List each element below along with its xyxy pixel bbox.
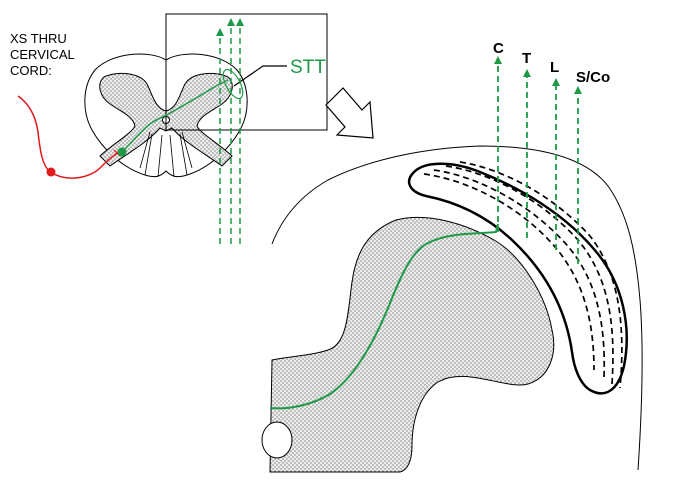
dorsal-root-ganglion-cell	[46, 167, 56, 177]
level-label-s-co: S/Co	[576, 69, 610, 86]
central-canal-large	[261, 421, 293, 459]
level-label-c: C	[493, 40, 504, 57]
stt-pointer-line	[233, 65, 287, 87]
lamina-line-4	[459, 161, 623, 389]
gray-matter-large	[269, 217, 555, 473]
zoom-box	[165, 13, 328, 131]
zoom-arrow	[325, 87, 374, 139]
lamina-line-2	[433, 169, 606, 379]
level-arrows	[494, 56, 582, 264]
stt-axon-large	[269, 223, 499, 410]
caption-line-2: CERVICAL	[10, 47, 75, 62]
stt-tract-outline	[407, 162, 628, 395]
caption-line-3: CORD:	[10, 63, 52, 78]
level-label-t: T	[522, 50, 531, 67]
enlarged-section	[261, 145, 643, 473]
cord-boundary-large	[271, 145, 643, 471]
level-label-l: L	[550, 59, 559, 76]
stt-axon-small	[121, 79, 229, 153]
small-ascending-tracts	[216, 18, 244, 244]
caption-line-1: XS THRU	[10, 31, 67, 46]
stt-label: STT	[290, 57, 326, 78]
afferent-neuron	[17, 95, 121, 179]
caption: XS THRU CERVICAL CORD:	[10, 31, 75, 78]
stt-neuron-small	[117, 79, 229, 157]
ventral-columns	[139, 131, 193, 178]
